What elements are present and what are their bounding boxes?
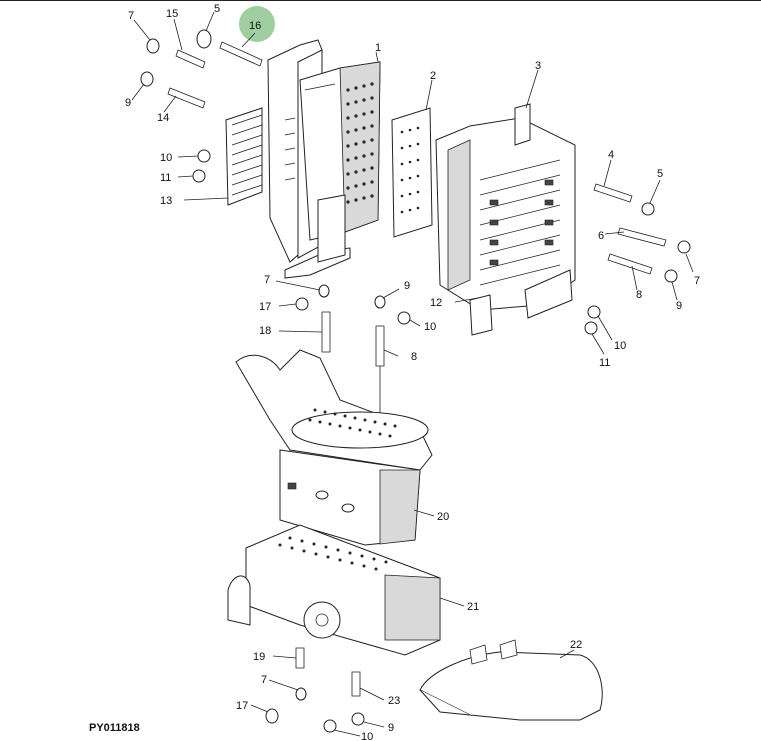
small-parts-right	[584, 183, 691, 335]
callout-21: 21	[467, 601, 479, 613]
callout-9: 9	[388, 722, 394, 734]
highlight-circle	[239, 6, 275, 42]
small-parts-middle	[295, 284, 411, 420]
small-parts-top-left	[140, 29, 263, 183]
callout-7: 7	[264, 274, 270, 286]
figure-id: PY011818	[89, 722, 140, 734]
part-2-seal-plate	[391, 107, 433, 238]
callout-11: 11	[599, 357, 610, 369]
callout-10: 10	[424, 321, 436, 333]
callout-23: 23	[388, 695, 400, 707]
callout-9: 9	[404, 280, 410, 292]
callout-15: 15	[166, 8, 178, 20]
callout-1: 1	[375, 42, 381, 54]
part-20-connector-housing	[235, 349, 433, 546]
callout-16: 16	[249, 20, 261, 32]
part-1-pin-grid	[346, 82, 374, 204]
small-parts-bottom	[265, 647, 365, 733]
callout-10: 10	[361, 731, 373, 741]
callout-6: 6	[598, 230, 604, 242]
callout-13: 13	[160, 195, 172, 207]
callout-10: 10	[614, 340, 626, 352]
part-1-connector-housing	[267, 39, 381, 279]
callout-19: 19	[253, 651, 265, 663]
callout-3: 3	[535, 60, 541, 72]
callout-2: 2	[430, 70, 436, 82]
leader-lines	[131, 11, 694, 737]
callout-7: 7	[128, 10, 134, 22]
callout-20: 20	[437, 511, 449, 523]
callout-10: 10	[160, 152, 172, 164]
callout-9: 9	[676, 300, 682, 312]
callout-9: 9	[125, 97, 131, 109]
callout-5: 5	[657, 168, 663, 180]
part-13-terminal-comb	[225, 107, 263, 206]
callout-22: 22	[570, 639, 582, 651]
callout-12: 12	[430, 297, 442, 309]
callout-8: 8	[411, 351, 417, 363]
callout-4: 4	[608, 149, 614, 161]
callout-5: 5	[214, 3, 220, 15]
callout-11: 11	[160, 172, 171, 184]
callout-17: 17	[236, 700, 248, 712]
part-3-terminal-carrier	[435, 103, 576, 336]
callout-17: 17	[259, 301, 271, 313]
top-border-line	[0, 0, 761, 1]
part-21-base-connector	[227, 524, 441, 656]
part-22-cover	[419, 639, 603, 721]
callout-7: 7	[694, 275, 700, 287]
callout-7: 7	[261, 674, 267, 686]
callout-14: 14	[157, 112, 169, 124]
callout-18: 18	[259, 325, 271, 337]
callout-labels: 7 15 5 16 1 2 3 9 14 10 11 13 4 5 6 7 8 …	[125, 3, 700, 741]
callout-8: 8	[636, 289, 642, 301]
